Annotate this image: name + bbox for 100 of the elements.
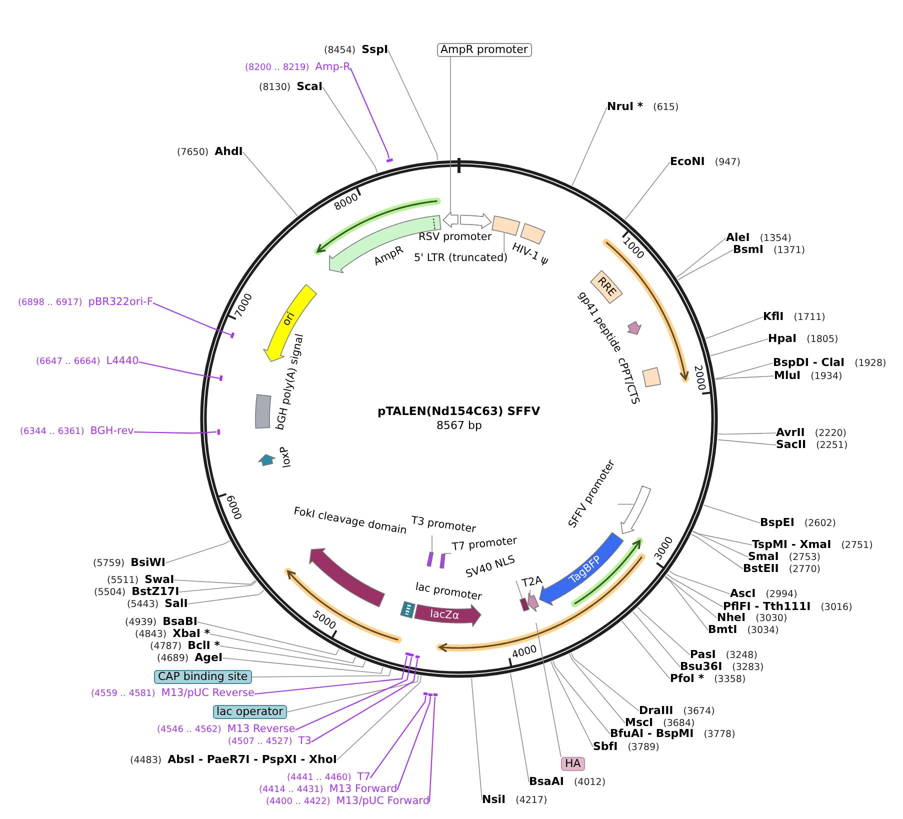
leader-line [624, 162, 670, 220]
site-position: (3358) [714, 674, 746, 685]
primer-mark [432, 693, 438, 697]
leader-line [295, 657, 412, 730]
feature-label: T2A [520, 574, 544, 590]
site-position: (2751) [841, 540, 873, 551]
site-position: (5504) [94, 587, 126, 598]
primer-name: M13/pUC Forward [336, 796, 430, 807]
enzyme-name: AvrII [776, 427, 805, 438]
enzyme-name: BmtI [708, 624, 738, 635]
enzyme-name: BspDI - ClaI [773, 357, 845, 368]
primer-name: Amp-R [315, 62, 350, 73]
feature-label: lacZα [430, 608, 460, 622]
primer-range: (8200 .. 8219) [245, 63, 310, 74]
feature-label: ori [280, 310, 298, 328]
enzyme-name: BsiWI [130, 557, 166, 568]
leader-line [134, 431, 217, 434]
leader-line [718, 432, 776, 435]
enzyme-name: BclI * [188, 640, 220, 651]
site-position: (1711) [794, 312, 826, 323]
leader-line [388, 50, 438, 161]
leader-line [637, 606, 690, 656]
leader-line [632, 611, 680, 668]
leader-line [251, 669, 392, 678]
enzyme-name: SmaI [748, 551, 779, 562]
enzyme-name: EcoNI [670, 156, 705, 167]
enzyme-name: BstEII [743, 563, 779, 574]
enzyme-name: PflFI - Tth111I [723, 601, 811, 612]
feature-block [526, 592, 540, 612]
enzyme-name: SwaI [144, 574, 174, 585]
site-position: (4939) [125, 617, 157, 628]
primer-mark [216, 428, 220, 435]
leader-line [222, 658, 384, 674]
enzyme-name: NruI * [607, 101, 644, 112]
site-position: (8130) [259, 82, 291, 93]
enzyme-name: BstZ17I [132, 586, 180, 597]
primer-name: pBR322ori-F [88, 297, 153, 308]
primer-range: (4414 .. 4431) [259, 785, 324, 796]
site-position: (3283) [732, 662, 764, 673]
leader-line [444, 552, 452, 554]
leader-line [210, 634, 356, 664]
primer-range: (4507 .. 4527) [228, 737, 292, 748]
leader-line [666, 574, 724, 608]
leader-line [370, 696, 426, 778]
tick-label: 2000 [690, 364, 707, 392]
enzyme-name: SalI [164, 598, 188, 609]
tick-label: 4000 [510, 644, 538, 662]
site-position: (4689) [157, 653, 189, 664]
site-position: (1354) [760, 233, 792, 244]
tick-label: 7000 [233, 292, 256, 320]
enzyme-name: KflI [763, 311, 784, 322]
tick-label: 8000 [332, 192, 362, 215]
leader-line [569, 653, 626, 724]
leader-line [322, 86, 378, 174]
primer-mark [423, 692, 429, 696]
leader-line [165, 540, 230, 564]
leader-line [220, 646, 366, 668]
leader-line [174, 580, 256, 585]
leader-line [311, 658, 418, 742]
enzyme-name: HpaI [768, 333, 797, 344]
site-position: (4483) [130, 755, 162, 766]
leader-line [676, 238, 726, 278]
leader-line [504, 232, 505, 252]
feature-label: T7 promoter [451, 534, 518, 554]
feature-block [442, 211, 459, 228]
feature-tag: AmpR promoter [436, 43, 532, 57]
site-position: (1928) [854, 358, 886, 369]
site-position: (947) [714, 157, 740, 168]
feature-label: SV40 NLS [464, 553, 516, 581]
enzyme-name: DraIII [639, 705, 674, 716]
primer-name: T3 [298, 736, 312, 747]
site-position: (5759) [93, 558, 125, 569]
feature-label: HIV-1 ψ [510, 240, 550, 268]
enzyme-name: Bsu36I [680, 661, 722, 672]
site-position: (3789) [628, 742, 660, 753]
feature-box [491, 215, 522, 237]
leader-line [664, 576, 708, 630]
site-position: (4787) [150, 641, 182, 652]
leader-line [286, 674, 419, 712]
primer-range: (4441 .. 4460) [287, 773, 352, 784]
enzyme-name: NheI [717, 612, 746, 623]
leader-line [450, 56, 451, 215]
feature-label: T3 promoter [410, 514, 476, 536]
primer-range: (4559 .. 4581) [91, 689, 156, 700]
enzyme-name: TspMI - XmaI [752, 539, 832, 550]
leader-line [669, 570, 730, 594]
site-position: (3778) [704, 729, 736, 740]
primer-name: T7 [357, 772, 370, 783]
feature-mark [426, 550, 434, 568]
enzyme-name: SbfI [593, 741, 618, 752]
enzyme-name: MscI [625, 717, 654, 728]
site-position: (8454) [324, 45, 356, 56]
site-position: (615) [653, 102, 679, 113]
enzyme-name: AbsI - PaeR7I - PspXI - XhoI [168, 754, 337, 765]
site-position: (7650) [177, 147, 209, 158]
plasmid-length: 8567 bp [436, 418, 482, 432]
leader-line [242, 152, 298, 216]
enzyme-name: PasI [690, 649, 716, 660]
leader-line [692, 531, 748, 558]
site-position: (5511) [107, 575, 139, 586]
